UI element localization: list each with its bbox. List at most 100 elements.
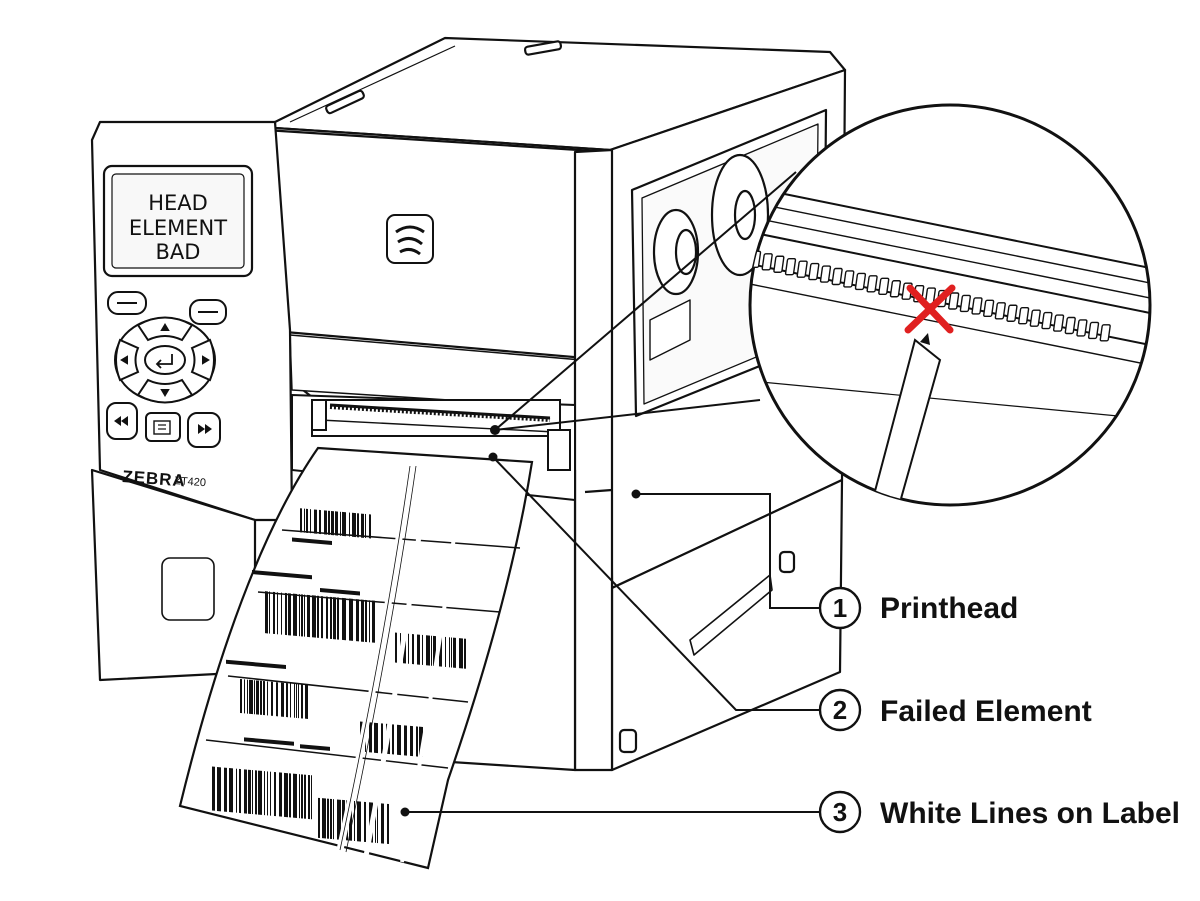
barcode-bar: [260, 680, 262, 715]
barcode-bar: [372, 600, 375, 643]
zebra-logo-icon: [386, 214, 434, 264]
barcode-bar: [264, 771, 265, 816]
printhead-element: [784, 258, 797, 276]
callout-failed-element: 2 Failed Element: [818, 688, 1092, 732]
navigation-keypad: [114, 316, 216, 404]
barcode-bar: [333, 799, 334, 840]
barcode-bar: [258, 770, 262, 815]
soft-key-left[interactable]: [107, 291, 147, 315]
barcode-bar: [244, 679, 245, 714]
barcode-bar: [357, 513, 359, 538]
front-frame-pillar: [573, 148, 614, 772]
barcode-bar: [354, 800, 355, 842]
barcode-bar: [324, 510, 327, 535]
barcode-bar: [267, 771, 268, 816]
barcode-bar: [395, 632, 397, 663]
callout-number-1: 1: [833, 593, 847, 623]
enter-icon[interactable]: [144, 345, 186, 375]
barcode-bar: [361, 599, 364, 642]
barcode-bar: [279, 772, 282, 817]
barcode-bar: [299, 594, 300, 637]
barcode-bar: [306, 508, 308, 533]
barcode-bar: [410, 725, 413, 757]
printhead-element: [1087, 321, 1100, 340]
barcode-bar: [369, 514, 371, 539]
barcode-bar: [319, 509, 321, 535]
soft-key-right[interactable]: [189, 299, 227, 325]
brand-label: ZEBRA: [122, 467, 187, 490]
label-text-line: [252, 570, 312, 580]
foot-back: [778, 550, 796, 574]
barcode-bar: [276, 682, 278, 717]
barcode-bar: [236, 768, 237, 813]
barcode-bar: [312, 595, 316, 638]
hinge-right: [523, 40, 563, 56]
barcode-bar: [337, 799, 341, 840]
printhead-element: [1006, 304, 1018, 322]
printhead-element: [796, 260, 808, 278]
printhead-element: [761, 253, 773, 271]
printhead-element: [1029, 309, 1041, 327]
barcode-bar: [212, 766, 215, 811]
barcode-bar: [412, 634, 414, 665]
barcode-bar: [293, 593, 297, 636]
barcode-bar: [274, 771, 276, 817]
barcode-bar: [317, 595, 319, 638]
barcode-bar: [308, 774, 310, 820]
printhead-element: [889, 280, 902, 298]
red-x-icon: [904, 284, 956, 334]
lcd-display: HEAD ELEMENT BAD: [102, 164, 254, 278]
barcode-bar: [416, 726, 418, 757]
power-button[interactable]: [161, 557, 215, 621]
barcode-bar: [459, 638, 463, 669]
barcode-bar: [374, 722, 378, 754]
label-text-line: [244, 737, 294, 746]
barcode-bar: [224, 767, 227, 812]
barcode-bar: [281, 682, 284, 717]
barcode-bar: [239, 768, 241, 814]
barcode-bar: [422, 634, 423, 666]
barcode-bar: [248, 769, 251, 814]
callout-printhead: 1 Printhead: [818, 586, 1018, 630]
barcode-bar: [342, 597, 346, 641]
barcode-bar: [449, 637, 450, 668]
label-strip: [178, 446, 534, 870]
barcode-bar: [426, 635, 430, 666]
rewind-icon[interactable]: [106, 402, 138, 440]
barcode-bar: [301, 774, 303, 819]
barcode-bar: [340, 511, 341, 536]
callout-label-2: Failed Element: [880, 695, 1092, 728]
barcode-bar: [307, 594, 310, 638]
callout-circle-1: [818, 586, 862, 630]
printhead-element: [843, 270, 855, 288]
fast-forward-icon[interactable]: [187, 412, 221, 448]
barcode-bar: [293, 773, 297, 818]
barcode-bar: [333, 597, 336, 640]
barcode-bar: [381, 803, 384, 844]
barcode-bar: [281, 592, 282, 635]
barcode-bar: [304, 774, 306, 819]
printhead-element: [1099, 324, 1111, 342]
barcode-bar: [337, 597, 339, 640]
barcode-bar: [431, 635, 432, 666]
foot-front: [618, 728, 638, 754]
callout-number-2: 2: [833, 695, 847, 725]
barcode-bar: [265, 591, 268, 634]
barcode-bar: [321, 596, 323, 639]
barcode-bar: [328, 510, 330, 535]
barcode-bar: [249, 679, 253, 715]
feed-icon[interactable]: [145, 412, 181, 442]
barcode-bar: [247, 679, 248, 714]
barcode-bar: [335, 511, 338, 536]
barcode-bar: [270, 771, 271, 816]
barcode-bar: [286, 683, 288, 718]
barcode-bar: [294, 683, 295, 718]
barcode-bar: [269, 591, 270, 634]
barcode-bar: [244, 769, 247, 814]
barcode-bar: [314, 509, 317, 534]
barcode-bar: [273, 591, 275, 635]
printhead-element: [983, 299, 995, 318]
printhead-element: [808, 262, 820, 281]
barcode-bar: [240, 678, 242, 714]
